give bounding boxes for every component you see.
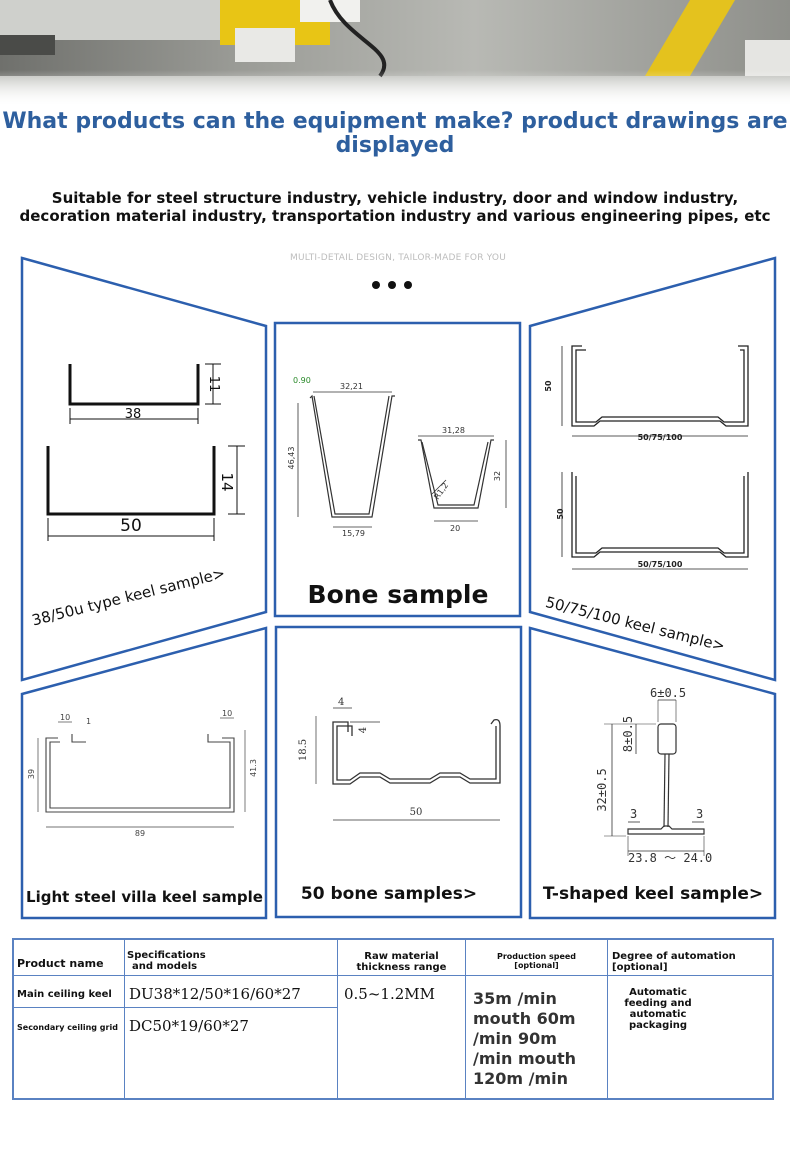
tagline: MULTI-DETAIL DESIGN, TAILOR-MADE FOR YOU: [289, 253, 506, 263]
dim-t-width: 23.8 ～ 24.0: [628, 851, 712, 865]
dim-t-6: 6±0.5: [650, 686, 686, 700]
dim-bone50-50: 50: [410, 807, 423, 818]
dim-keel-range-b: 50/75/100: [638, 560, 683, 569]
dim-bone-1579: 15,79: [342, 529, 365, 538]
row-main-ceiling-keel: Main ceiling keel: [17, 989, 112, 1000]
label-bone-sample: Bone sample: [307, 580, 489, 609]
dim-bone50-4a: 4: [338, 697, 344, 708]
label-t-keel: T-shaped keel sample>: [542, 884, 764, 904]
header-automation: Degree of automation [optional]: [612, 951, 736, 973]
production-speed-values: 35m /min mouth 60m /min 90m /min mouth 1…: [473, 989, 577, 1088]
col-divider: [465, 940, 466, 1098]
dots-decoration: [372, 281, 412, 289]
spec-table: Product name Specifications and models R…: [12, 938, 774, 1100]
col-divider: [337, 940, 338, 1098]
dim-u-11: 11: [206, 376, 221, 393]
dim-villa-89: 89: [135, 829, 145, 838]
dim-bone50-185: 18.5: [298, 739, 309, 761]
panel-frame-u-keel: [20, 256, 268, 682]
dim-u-38: 38: [125, 407, 142, 422]
row-divider: [14, 1007, 337, 1008]
dim-keel-range-a: 50/75/100: [638, 433, 683, 442]
dim-bone-3221: 32,21: [340, 382, 363, 391]
panel-frame-50-75-100: [528, 256, 777, 682]
dim-bone-r12: R1,2: [432, 481, 450, 501]
header-photo: [0, 0, 790, 108]
header-product-name: Product name: [17, 957, 104, 970]
header-production-speed: Production speed [optional]: [496, 952, 577, 970]
dim-bone-20: 20: [450, 524, 460, 533]
row-divider: [14, 975, 772, 976]
header-raw-material: Raw material thickness range: [356, 951, 447, 973]
col-divider: [124, 940, 125, 1098]
dim-t-3a: 3: [630, 807, 637, 821]
row-secondary-ceiling-grid: Secondary ceiling grid: [17, 1023, 118, 1032]
photo-fade: [0, 70, 790, 108]
subtitle-line-2: decoration material industry, transporta…: [19, 207, 771, 225]
page-subtitle: Suitable for steel structure industry, v…: [0, 189, 790, 225]
dim-t-8: 8±0.5: [621, 716, 635, 752]
dim-villa-413: 41.3: [249, 759, 258, 777]
header-specifications: Specifications and models: [127, 950, 206, 972]
automation-values: Automatic feeding and automatic packagin…: [624, 987, 692, 1031]
dim-t-32: 32±0.5: [595, 768, 609, 811]
villa-keel-drawing: [37, 717, 246, 828]
dim-bone-32: 32: [493, 471, 502, 481]
panel-frame-t-keel: [528, 626, 777, 920]
dim-u-14: 14: [218, 472, 236, 491]
dim-villa-1: 1: [86, 717, 91, 726]
dim-bone-4643: 46,43: [287, 447, 296, 470]
panel-frame-villa: [20, 626, 268, 920]
dim-bone-090: 0.90: [293, 376, 311, 385]
dim-villa-10b: 10: [222, 709, 232, 718]
subtitle-line-1: Suitable for steel structure industry, v…: [51, 189, 739, 207]
dim-villa-10a: 10: [60, 713, 70, 722]
spec-secondary-ceiling-grid: DC50*19/60*27: [129, 1017, 249, 1035]
machine-illustration: [0, 0, 790, 78]
u-keel-drawing: [46, 363, 245, 541]
keel-50-75-100-drawing: [561, 345, 749, 570]
dim-keel-50b: 50: [556, 508, 565, 520]
bone50-drawing: [315, 707, 501, 821]
dim-bone-3128: 31,28: [442, 426, 465, 435]
panel-frame-50-bone: [274, 625, 523, 919]
thickness-range: 0.5~1.2MM: [344, 985, 435, 1003]
dim-keel-50a: 50: [544, 380, 553, 392]
label-villa-keel: Light steel villa keel sample: [26, 888, 263, 906]
dim-u-50: 50: [120, 516, 142, 536]
dim-villa-39: 39: [27, 769, 36, 779]
dim-t-3b: 3: [696, 807, 703, 821]
spec-main-ceiling-keel: DU38*12/50*16/60*27: [129, 985, 301, 1003]
product-drawings: 38 11 50 14 0.90 32,21 46,43 15,79 31,28…: [20, 256, 777, 920]
label-50-bone: 50 bone samples>: [300, 884, 478, 904]
bone-drawing: [297, 391, 507, 528]
panel-frame-bone: [273, 321, 522, 618]
col-divider: [607, 940, 608, 1098]
page-title: What products can the equipment make? pr…: [2, 109, 788, 158]
t-keel-drawing: [604, 699, 705, 856]
dim-bone50-4b: 4: [358, 727, 369, 733]
